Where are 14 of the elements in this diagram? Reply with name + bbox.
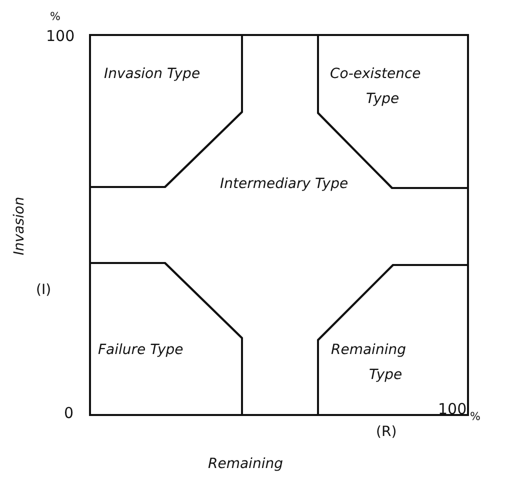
axis-title: Invasion	[11, 196, 28, 256]
region-label: Intermediary Type	[220, 175, 350, 194]
axis-title: Remaining	[208, 456, 283, 472]
axis-tick-label: 0	[64, 404, 74, 422]
region-label: Co-existence Type	[330, 65, 422, 109]
region-label: Remaining Type	[331, 341, 407, 385]
axis-tick-label: 100	[438, 400, 467, 418]
region-label: Failure Type	[98, 341, 184, 360]
unit-label: %	[470, 410, 480, 423]
axis-tick-label: 100	[46, 27, 75, 45]
region-label: Invasion Type	[104, 65, 202, 84]
axis-symbol: (R)	[376, 424, 397, 440]
axis-symbol: (I)	[36, 282, 52, 298]
unit-label: %	[50, 10, 60, 23]
